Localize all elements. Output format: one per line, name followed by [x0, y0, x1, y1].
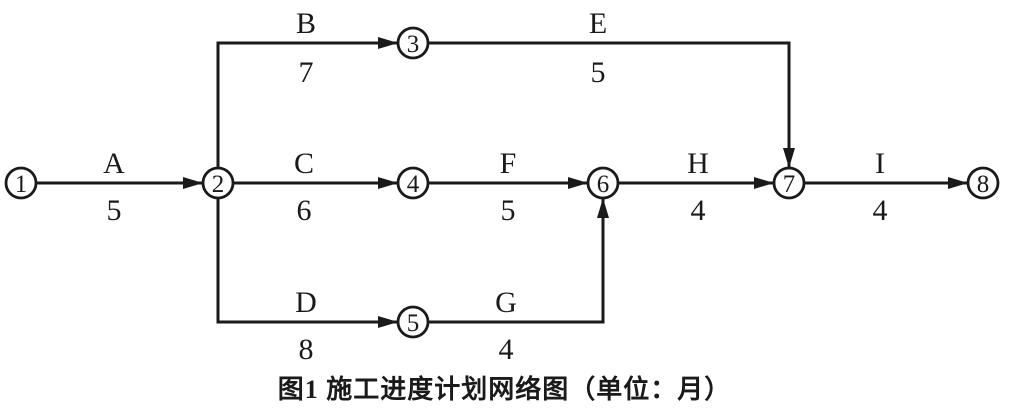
duration-label-B: 7 — [299, 56, 314, 89]
edge-G — [428, 198, 609, 324]
node-3: 3 — [396, 26, 430, 60]
node-label-6: 6 — [597, 171, 610, 198]
duration-label-D: 8 — [299, 333, 314, 365]
activity-label-E: E — [589, 7, 607, 40]
node-circle-4 — [396, 166, 430, 200]
activity-label-I: I — [875, 147, 885, 180]
node-label-7: 7 — [783, 171, 796, 198]
edge-E — [428, 41, 795, 168]
nodes-layer: 1 2 3 4 5 6 7 8 — [4, 26, 1000, 339]
node-1: 1 — [4, 166, 38, 200]
duration-label-I: 4 — [873, 194, 888, 227]
duration-label-H: 4 — [691, 194, 706, 227]
node-label-3: 3 — [407, 31, 420, 58]
edge-B — [216, 37, 398, 168]
node-5: 5 — [396, 305, 430, 339]
node-label-4: 4 — [407, 171, 420, 198]
node-circle-5 — [396, 305, 430, 339]
duration-label-G: 4 — [499, 333, 514, 365]
node-circle-3 — [396, 26, 430, 60]
duration-label-F: 5 — [501, 194, 516, 227]
activity-label-G: G — [495, 286, 517, 319]
activity-label-F: F — [500, 147, 517, 180]
duration-label-A: 5 — [107, 194, 122, 227]
node-label-1: 1 — [15, 171, 28, 198]
node-label-8: 8 — [977, 171, 990, 198]
figure-caption: 图1 施工进度计划网络图（单位：月） — [277, 375, 732, 404]
activity-label-D: D — [295, 286, 317, 319]
node-2: 2 — [201, 166, 235, 200]
node-8: 8 — [966, 166, 1000, 200]
node-7: 7 — [772, 166, 806, 200]
activity-label-C: C — [294, 147, 314, 180]
node-6: 6 — [586, 166, 620, 200]
activity-label-H: H — [687, 147, 709, 180]
duration-label-E: 5 — [591, 56, 606, 89]
node-circle-1 — [4, 166, 38, 200]
node-circle-7 — [772, 166, 806, 200]
node-circle-8 — [966, 166, 1000, 200]
node-label-5: 5 — [407, 310, 420, 337]
node-circle-6 — [586, 166, 620, 200]
node-4: 4 — [396, 166, 430, 200]
activity-label-A: A — [103, 147, 125, 180]
edge-D — [216, 198, 398, 328]
node-circle-2 — [201, 166, 235, 200]
activity-label-B: B — [296, 7, 316, 40]
duration-label-C: 6 — [297, 194, 312, 227]
node-label-2: 2 — [212, 171, 225, 198]
